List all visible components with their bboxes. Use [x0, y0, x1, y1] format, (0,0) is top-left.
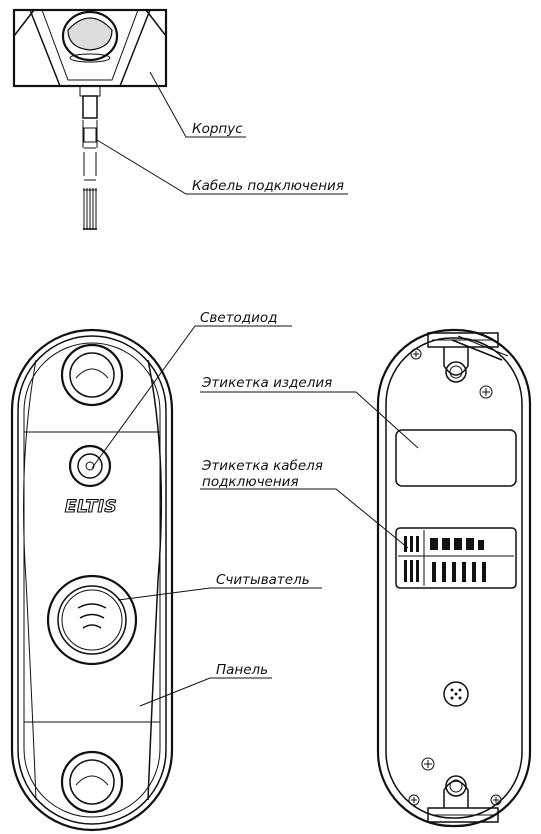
cable — [82, 120, 98, 230]
bottom-mounting-tab — [427, 775, 499, 823]
cable-label-title-line2: подключения — [202, 474, 299, 490]
callout-housing: Корпус — [149, 71, 246, 138]
callout-cable: Кабель подключения — [96, 139, 348, 195]
callout-led: Светодиод — [91, 310, 292, 469]
housing-label: Корпус — [192, 121, 243, 137]
top-screw-hole — [60, 343, 124, 407]
top-view-housing — [12, 8, 168, 119]
brand-logo: ELTIS — [65, 497, 117, 517]
cable-label-title-line1: Этикетка кабеля — [201, 458, 323, 474]
cable-label: Кабель подключения — [192, 178, 344, 194]
buzzer-grille — [443, 681, 469, 707]
callout-reader: Считыватель — [117, 572, 322, 601]
led-indicator — [68, 444, 112, 488]
screw-icon — [408, 794, 420, 806]
screw-icon — [490, 794, 502, 806]
product-label-label: Этикетка изделия — [201, 375, 332, 391]
housing-lens — [61, 10, 119, 63]
screw-icon — [410, 348, 422, 360]
callout-panel: Панель — [139, 662, 272, 707]
panel-label: Панель — [216, 662, 268, 678]
screw-icon — [479, 385, 493, 399]
front-panel: ELTIS — [10, 328, 174, 832]
cable-wires — [83, 188, 97, 230]
reader-label: Считыватель — [216, 572, 310, 588]
cable-label-area — [395, 527, 517, 589]
cable-label-print — [404, 536, 486, 582]
product-label-area — [395, 429, 517, 487]
screw-icon — [421, 757, 435, 771]
top-mounting-tab — [427, 332, 509, 383]
back-panel — [376, 328, 532, 828]
led-label: Светодиод — [200, 310, 278, 326]
card-reader — [46, 574, 138, 666]
callout-cable-label: Этикетка кабеля подключения — [200, 458, 409, 549]
bottom-screw-hole — [60, 750, 124, 814]
callout-product-label: Этикетка изделия — [200, 375, 419, 449]
